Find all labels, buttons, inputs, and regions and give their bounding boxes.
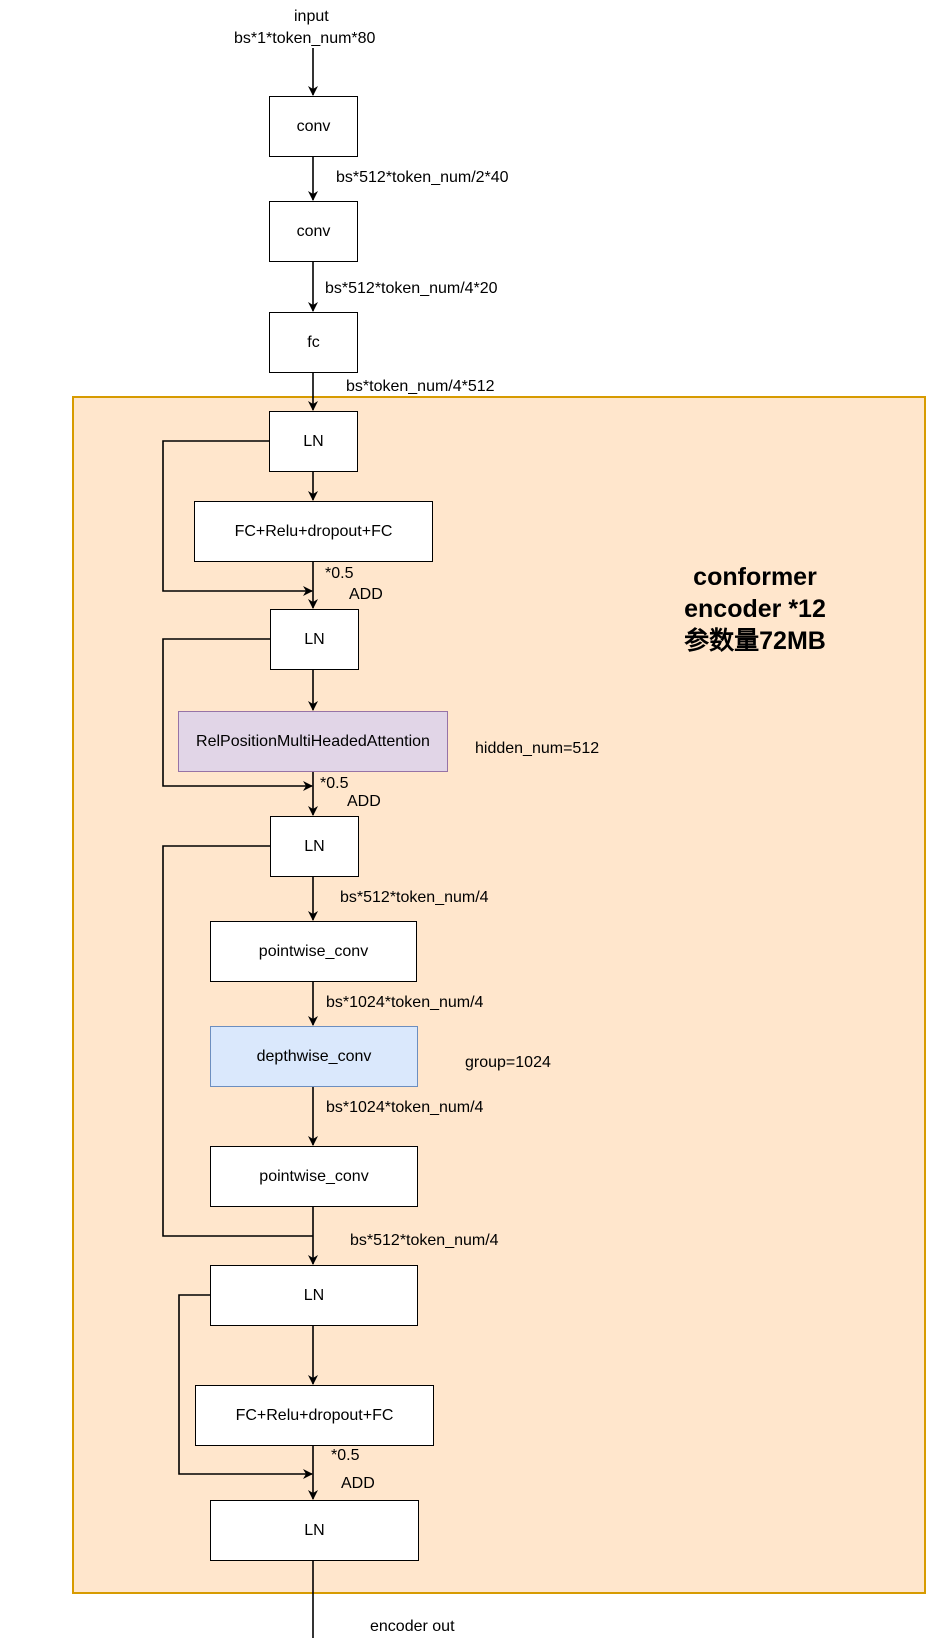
ln3-block[interactable]: LN <box>270 816 359 877</box>
residual-skip-3 <box>162 845 313 1237</box>
pointwise2-out-shape: bs*512*token_num/4 <box>350 1232 499 1249</box>
encoder-out-label: encoder out <box>370 1618 455 1635</box>
conv1-out-shape: bs*512*token_num/2*40 <box>336 169 509 186</box>
residual-skip-4 <box>178 1294 313 1479</box>
encoder-title-line2: encoder *12 <box>684 595 826 623</box>
input-label: input <box>294 8 329 25</box>
ffn1-block[interactable]: FC+Relu+dropout+FC <box>194 501 433 562</box>
encoder-title-line3: 参数量72MB <box>684 627 826 655</box>
ffn2-block[interactable]: FC+Relu+dropout+FC <box>195 1385 434 1446</box>
residual-skip-1 <box>162 440 313 596</box>
fc-out-shape: bs*token_num/4*512 <box>346 378 495 395</box>
pointwise1-out-shape: bs*1024*token_num/4 <box>326 994 484 1011</box>
encoder-title-line1: conformer <box>693 563 817 591</box>
fc-block[interactable]: fc <box>269 312 358 373</box>
ln1-block[interactable]: LN <box>269 411 358 472</box>
ln4-block[interactable]: LN <box>210 1265 418 1326</box>
attention-block[interactable]: RelPositionMultiHeadedAttention <box>178 711 448 772</box>
residual3-scale: *0.5 <box>331 1447 360 1464</box>
residual1-add: ADD <box>349 586 383 603</box>
depthwise-out-shape: bs*1024*token_num/4 <box>326 1099 484 1116</box>
depthwise-group-note: group=1024 <box>465 1054 551 1071</box>
conv1-block[interactable]: conv <box>269 96 358 157</box>
residual2-add: ADD <box>347 793 381 810</box>
conv2-out-shape: bs*512*token_num/4*20 <box>325 280 498 297</box>
ln3-out-shape: bs*512*token_num/4 <box>340 889 489 906</box>
ln5-block[interactable]: LN <box>210 1500 419 1561</box>
input-shape-label: bs*1*token_num*80 <box>234 30 376 47</box>
attention-hidden-note: hidden_num=512 <box>475 740 600 757</box>
ln2-block[interactable]: LN <box>270 609 359 670</box>
pointwise-conv2-block[interactable]: pointwise_conv <box>210 1146 418 1207</box>
residual3-add: ADD <box>341 1475 375 1492</box>
residual-skip-2 <box>162 638 313 791</box>
conv2-block[interactable]: conv <box>269 201 358 262</box>
residual2-scale: *0.5 <box>320 775 349 792</box>
encoder-title: conformer encoder *12 参数量72MB <box>640 561 870 657</box>
residual1-scale: *0.5 <box>325 565 354 582</box>
depthwise-conv-block[interactable]: depthwise_conv <box>210 1026 418 1087</box>
pointwise-conv1-block[interactable]: pointwise_conv <box>210 921 417 982</box>
